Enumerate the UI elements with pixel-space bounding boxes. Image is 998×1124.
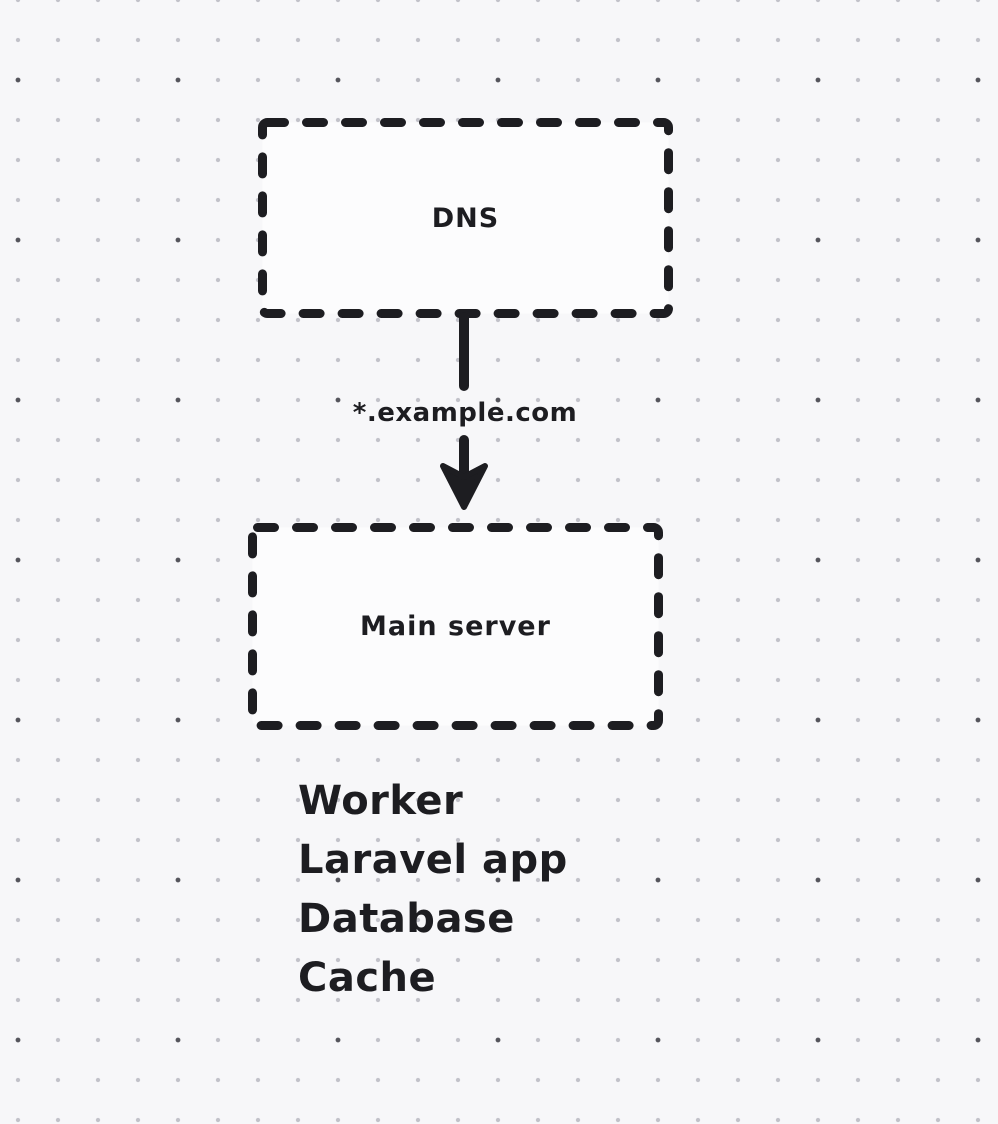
service-item-laravel-app[interactable]: Laravel app xyxy=(298,837,568,883)
services-list[interactable]: Worker Laravel app Database Cache xyxy=(298,772,568,1008)
main-server-node-box[interactable] xyxy=(248,523,663,730)
arrow-label[interactable]: *.example.com xyxy=(352,398,578,428)
service-item-database[interactable]: Database xyxy=(298,896,515,942)
dns-to-main-server-arrow[interactable] xyxy=(440,312,488,510)
arrow-head[interactable] xyxy=(440,463,488,510)
dns-node-label[interactable]: DNS xyxy=(431,202,500,234)
service-item-cache[interactable]: Cache xyxy=(298,955,437,1001)
main-server-node-label[interactable]: Main server xyxy=(360,611,551,642)
service-item-worker[interactable]: Worker xyxy=(298,778,464,824)
